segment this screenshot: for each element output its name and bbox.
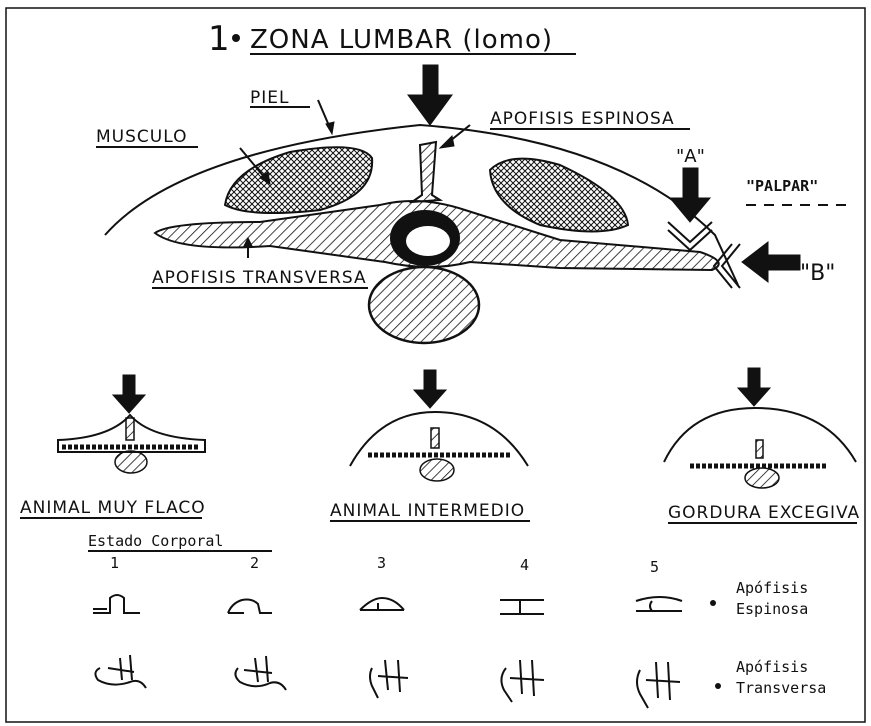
transverse-icon-4 [501, 660, 544, 702]
spinal-canal [406, 226, 450, 256]
arrow-down-icon [738, 368, 770, 406]
scale-number-2: 2 [250, 554, 259, 572]
scale-number-5: 5 [650, 558, 659, 576]
arrow-down-icon [414, 370, 446, 408]
arrow-down-icon [113, 375, 145, 413]
condition-label: ANIMAL MUY FLACO [20, 498, 206, 518]
bullet-icon [715, 683, 721, 689]
label-b: "B" [800, 261, 835, 286]
transverse-icon-3 [370, 660, 408, 698]
arrow-down-icon [408, 65, 452, 125]
title-number: 1 [208, 19, 230, 59]
pointer-arrow-icon [440, 136, 454, 148]
thin-body [115, 451, 147, 473]
scale-header: Estado Corporal [88, 532, 223, 550]
bullet-icon [710, 600, 716, 606]
label-palpar: "PALPAR" [746, 177, 818, 195]
label-apofisis-transversa: APOFISIS TRANSVERSA [152, 268, 367, 288]
condition-label: ANIMAL INTERMEDIO [330, 501, 525, 521]
page-title: ZONA LUMBAR (lomo) [250, 25, 553, 55]
thin-spinous [126, 418, 134, 440]
main-cross-section: PIEL MUSCULO APOFISIS ESPINOSA APOFISIS … [96, 65, 850, 343]
right-muscle [490, 159, 628, 232]
transverse-icon-5 [637, 662, 680, 708]
spinous-icon-1 [93, 595, 140, 613]
label-piel: PIEL [250, 88, 289, 108]
scale-row-transversa-line2: Transversa [736, 679, 826, 697]
spinous-process [412, 142, 440, 202]
transverse-icon-2 [235, 656, 286, 690]
scale-number-4: 4 [520, 556, 529, 574]
arrow-a-icon [670, 168, 710, 222]
intermediate-spinous [431, 428, 439, 448]
condition-thin: ANIMAL MUY FLACO [20, 375, 206, 518]
fat-body [745, 468, 779, 488]
pointer-arrow-icon [326, 122, 334, 134]
arrow-b-icon [742, 242, 800, 282]
condition-intermediate: ANIMAL INTERMEDIO [330, 370, 530, 521]
transverse-icon-1 [95, 655, 146, 688]
spinous-icon-4 [500, 600, 544, 614]
scale-number-3: 3 [377, 554, 386, 572]
vertebral-body [369, 267, 479, 343]
scale-row-espinosa-line1: Apófisis [736, 579, 808, 597]
title-bullet [232, 34, 240, 42]
condition-fat: GORDURA EXCEGIVA [664, 368, 860, 523]
label-a: "A" [676, 146, 705, 167]
scale-row-espinosa-line2: Espinosa [736, 600, 808, 618]
fat-spinous [756, 440, 763, 458]
spinous-icon-3 [360, 598, 404, 610]
condition-label: GORDURA EXCEGIVA [668, 503, 860, 523]
scale-number-1: 1 [110, 554, 119, 572]
intermediate-body [420, 459, 454, 481]
spinous-icon-2 [228, 600, 272, 614]
body-condition-scale: Estado Corporal 1 2 3 4 5 Apófisis Espin… [88, 532, 826, 708]
label-apofisis-espinosa: APOFISIS ESPINOSA [490, 109, 675, 129]
label-musculo: MUSCULO [96, 127, 187, 147]
scale-row-transversa-line1: Apófisis [736, 658, 808, 676]
spinous-icon-5 [636, 597, 682, 611]
